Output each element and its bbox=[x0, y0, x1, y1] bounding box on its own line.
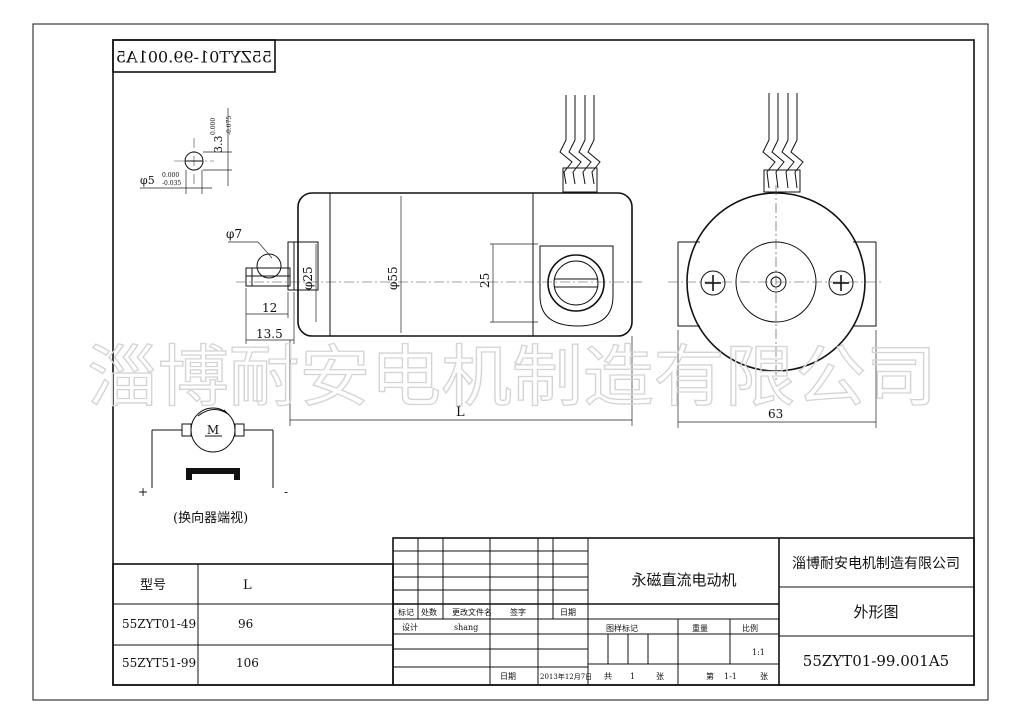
table-row-2-model: 55ZYT51-99 bbox=[122, 656, 196, 670]
motor-schematic: M + - (换向器端视) bbox=[138, 407, 288, 526]
company-name: 淄博耐安电机制造有限公司 bbox=[792, 555, 960, 572]
plus-terminal-label: + bbox=[138, 485, 148, 499]
rev-header-file: 更改文件名 bbox=[452, 607, 492, 617]
shaft-len-12: 12 bbox=[262, 301, 277, 315]
length-label: L bbox=[456, 405, 465, 420]
table-header-length: L bbox=[243, 578, 252, 593]
shaft-len-13-5: 13.5 bbox=[256, 327, 283, 341]
flat-tol-upper: 0.000 bbox=[210, 118, 217, 135]
table-row-1-model: 55ZYT01-49 bbox=[122, 617, 196, 631]
date-label: 日期 bbox=[500, 672, 516, 681]
scale-label: 比例 bbox=[742, 623, 758, 633]
product-name: 永磁直流电动机 bbox=[631, 571, 736, 589]
sheet-label: 第 bbox=[706, 671, 714, 681]
drawing-title: 外形图 bbox=[853, 603, 898, 621]
company-watermark: 淄博耐安电机制造有限公司 bbox=[87, 338, 937, 416]
title-block: 标记 处数 更改文件名 签字 日期 设计 shang 日期 2013年12月7日… bbox=[392, 537, 975, 686]
flat-tol-lower: -0.075 bbox=[226, 116, 233, 135]
wire-leads-side bbox=[559, 95, 601, 193]
scale-value: 1:1 bbox=[752, 648, 765, 657]
wire-leads-end bbox=[762, 93, 804, 193]
model-table: 型号 L 55ZYT01-49 96 55ZYT51-99 106 bbox=[112, 563, 394, 686]
table-row-1-length: 96 bbox=[238, 617, 253, 631]
sheet-value: 1-1 bbox=[724, 672, 737, 681]
minus-terminal-label: - bbox=[284, 485, 288, 499]
hole-tol-upper: 0.000 bbox=[162, 172, 179, 179]
rev-header-count: 处数 bbox=[421, 607, 437, 617]
body-dia-label: φ55 bbox=[386, 266, 400, 290]
total-unit: 张 bbox=[656, 672, 664, 681]
rev-header-date: 日期 bbox=[560, 608, 576, 617]
flat-size-label: 3.3 bbox=[212, 136, 225, 154]
drawing-number: 55ZYT01-99.001A5 bbox=[803, 652, 949, 670]
designer-name: shang bbox=[454, 623, 478, 632]
stage-label: 图样标记 bbox=[606, 623, 638, 633]
boss-dia-label: φ25 bbox=[301, 266, 315, 290]
outer-border bbox=[32, 23, 989, 701]
design-label: 设计 bbox=[402, 622, 418, 632]
table-row-2-length: 106 bbox=[236, 656, 259, 670]
shaft-dia-label: φ7 bbox=[226, 227, 242, 241]
bracket-dim-label: 25 bbox=[478, 273, 492, 288]
hole-tol-lower: -0.035 bbox=[162, 180, 181, 187]
total-value: 1 bbox=[630, 672, 635, 681]
total-label: 共 bbox=[604, 672, 612, 681]
hole-dia-label: φ5 bbox=[140, 174, 155, 187]
sheet-unit: 张 bbox=[760, 672, 768, 681]
rev-header-mark: 标记 bbox=[398, 607, 414, 617]
table-header-model: 型号 bbox=[140, 578, 166, 593]
rev-header-sign: 签字 bbox=[510, 607, 526, 617]
date-value: 2013年12月7日 bbox=[540, 672, 592, 681]
motor-m-label: M bbox=[207, 423, 219, 437]
schematic-caption: (换向器端视) bbox=[173, 510, 248, 526]
weight-label: 重量 bbox=[692, 623, 708, 633]
mirrored-drawing-code: 55ZYT01-99.001A5 bbox=[116, 48, 272, 67]
motor-side-view: φ25 φ55 25 φ7 12 13.5 L bbox=[226, 95, 644, 426]
shaft-flat-detail: φ5 0.000 -0.035 3.3 0.000 -0.075 bbox=[140, 108, 233, 194]
mirrored-code-box: 55ZYT01-99.001A5 bbox=[112, 39, 276, 73]
end-width-label: 63 bbox=[768, 407, 783, 421]
motor-end-view: 63 bbox=[668, 93, 884, 428]
